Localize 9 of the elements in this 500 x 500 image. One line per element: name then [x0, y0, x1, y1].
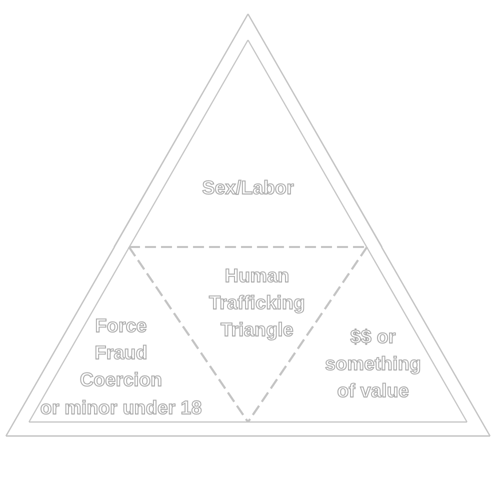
triangle-label: Coercion	[80, 369, 162, 393]
triangle-label: or minor under 18	[40, 397, 202, 421]
triangle-label: Sex/Labor	[202, 177, 294, 201]
triangle-label: $$ or something of value	[324, 326, 422, 404]
triangle-label: Fraud	[94, 342, 148, 366]
triangle-label: Force	[95, 315, 147, 339]
top-triangle	[113, 13, 383, 248]
outer-triangle	[5, 13, 491, 437]
triangle-label: Human Trafficking Triangle	[208, 265, 306, 343]
